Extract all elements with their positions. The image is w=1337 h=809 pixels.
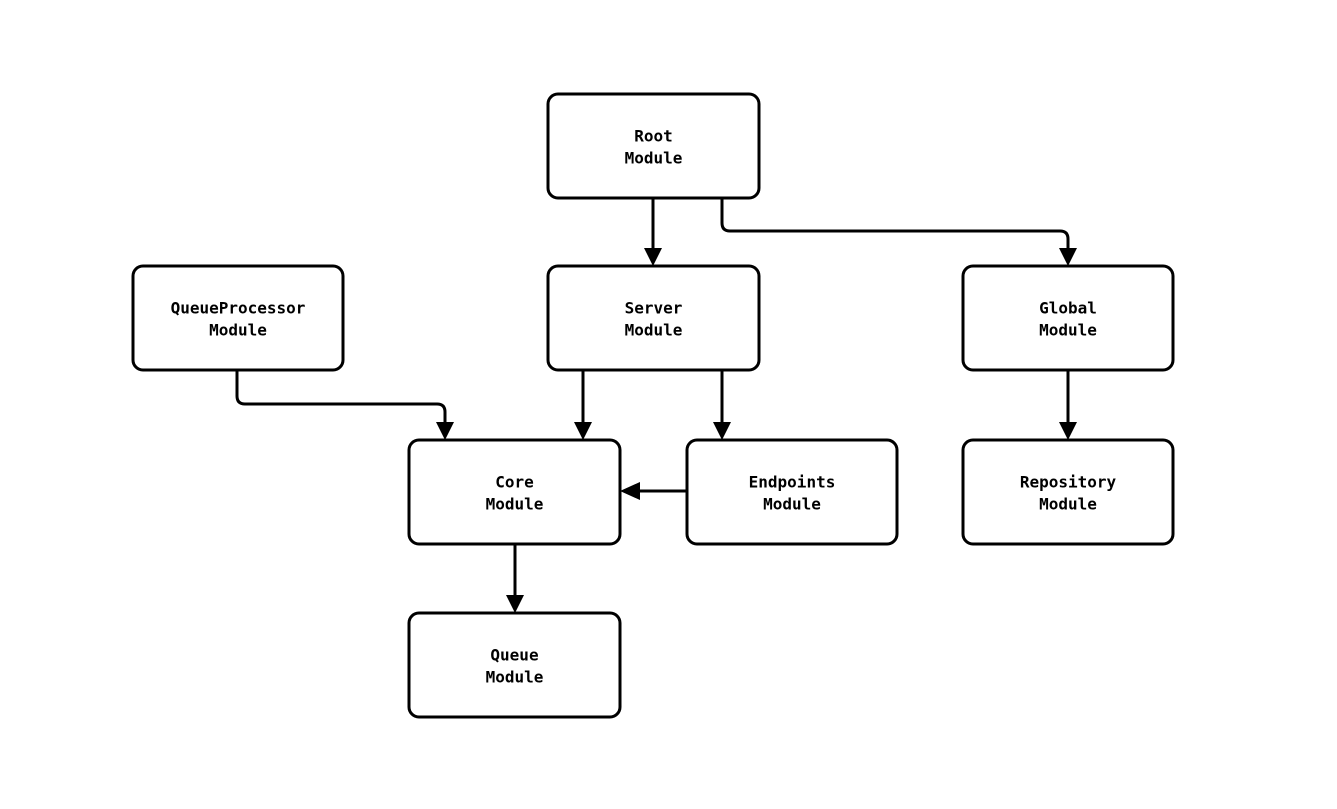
- arrowhead-down-icon: [506, 595, 524, 613]
- node-queue-module[interactable]: Queue Module: [407, 611, 622, 719]
- node-label-line1: QueueProcessor: [171, 299, 306, 318]
- edge-line: [720, 198, 1070, 250]
- node-label-line1: Repository: [1020, 473, 1117, 492]
- edge-queueprocessor-to-core: [235, 370, 454, 440]
- arrowhead-left-icon: [620, 482, 640, 500]
- edge-server-to-endpoints: [713, 370, 731, 440]
- node-core-module[interactable]: Core Module: [407, 438, 622, 546]
- node-label-line2: Module: [486, 495, 544, 514]
- node-root-module[interactable]: Root Module: [546, 92, 761, 200]
- node-label-line2: Module: [625, 149, 683, 168]
- edge-root-to-server: [644, 198, 662, 266]
- node-box[interactable]: [961, 438, 1175, 546]
- node-label-line2: Module: [209, 321, 267, 340]
- node-label-line1: Root: [634, 127, 673, 146]
- edge-line: [235, 370, 447, 424]
- node-box[interactable]: [546, 264, 761, 372]
- node-label-line2: Module: [763, 495, 821, 514]
- node-repository-module[interactable]: Repository Module: [961, 438, 1175, 546]
- node-label-line1: Core: [495, 473, 534, 492]
- node-label-line2: Module: [1039, 321, 1097, 340]
- node-label-line2: Module: [1039, 495, 1097, 514]
- node-label-line1: Global: [1039, 299, 1097, 318]
- nodes-layer: Root Module QueueProcessor Module Server…: [131, 92, 1175, 719]
- node-label-line2: Module: [625, 321, 683, 340]
- node-queueprocessor-module[interactable]: QueueProcessor Module: [131, 264, 345, 372]
- edges-layer: [235, 198, 1077, 613]
- node-box[interactable]: [407, 611, 622, 719]
- arrowhead-down-icon: [1059, 422, 1077, 440]
- edge-global-to-repository: [1059, 370, 1077, 440]
- node-label-line1: Server: [625, 299, 683, 318]
- edge-core-to-queue: [506, 544, 524, 613]
- node-box[interactable]: [131, 264, 345, 372]
- edge-endpoints-to-core: [620, 482, 687, 500]
- arrowhead-down-icon: [713, 422, 731, 440]
- node-box[interactable]: [961, 264, 1175, 372]
- node-label-line2: Module: [486, 668, 544, 687]
- arrowhead-down-icon: [1059, 248, 1077, 266]
- arrowhead-down-icon: [574, 422, 592, 440]
- node-server-module[interactable]: Server Module: [546, 264, 761, 372]
- node-label-line1: Queue: [490, 646, 538, 665]
- edge-root-to-global: [720, 198, 1077, 266]
- edge-server-to-core: [574, 370, 592, 440]
- arrowhead-down-icon: [436, 422, 454, 440]
- arrowhead-down-icon: [644, 248, 662, 266]
- node-global-module[interactable]: Global Module: [961, 264, 1175, 372]
- node-endpoints-module[interactable]: Endpoints Module: [685, 438, 899, 546]
- node-box[interactable]: [546, 92, 761, 200]
- node-label-line1: Endpoints: [749, 473, 836, 492]
- node-box[interactable]: [407, 438, 622, 546]
- node-box[interactable]: [685, 438, 899, 546]
